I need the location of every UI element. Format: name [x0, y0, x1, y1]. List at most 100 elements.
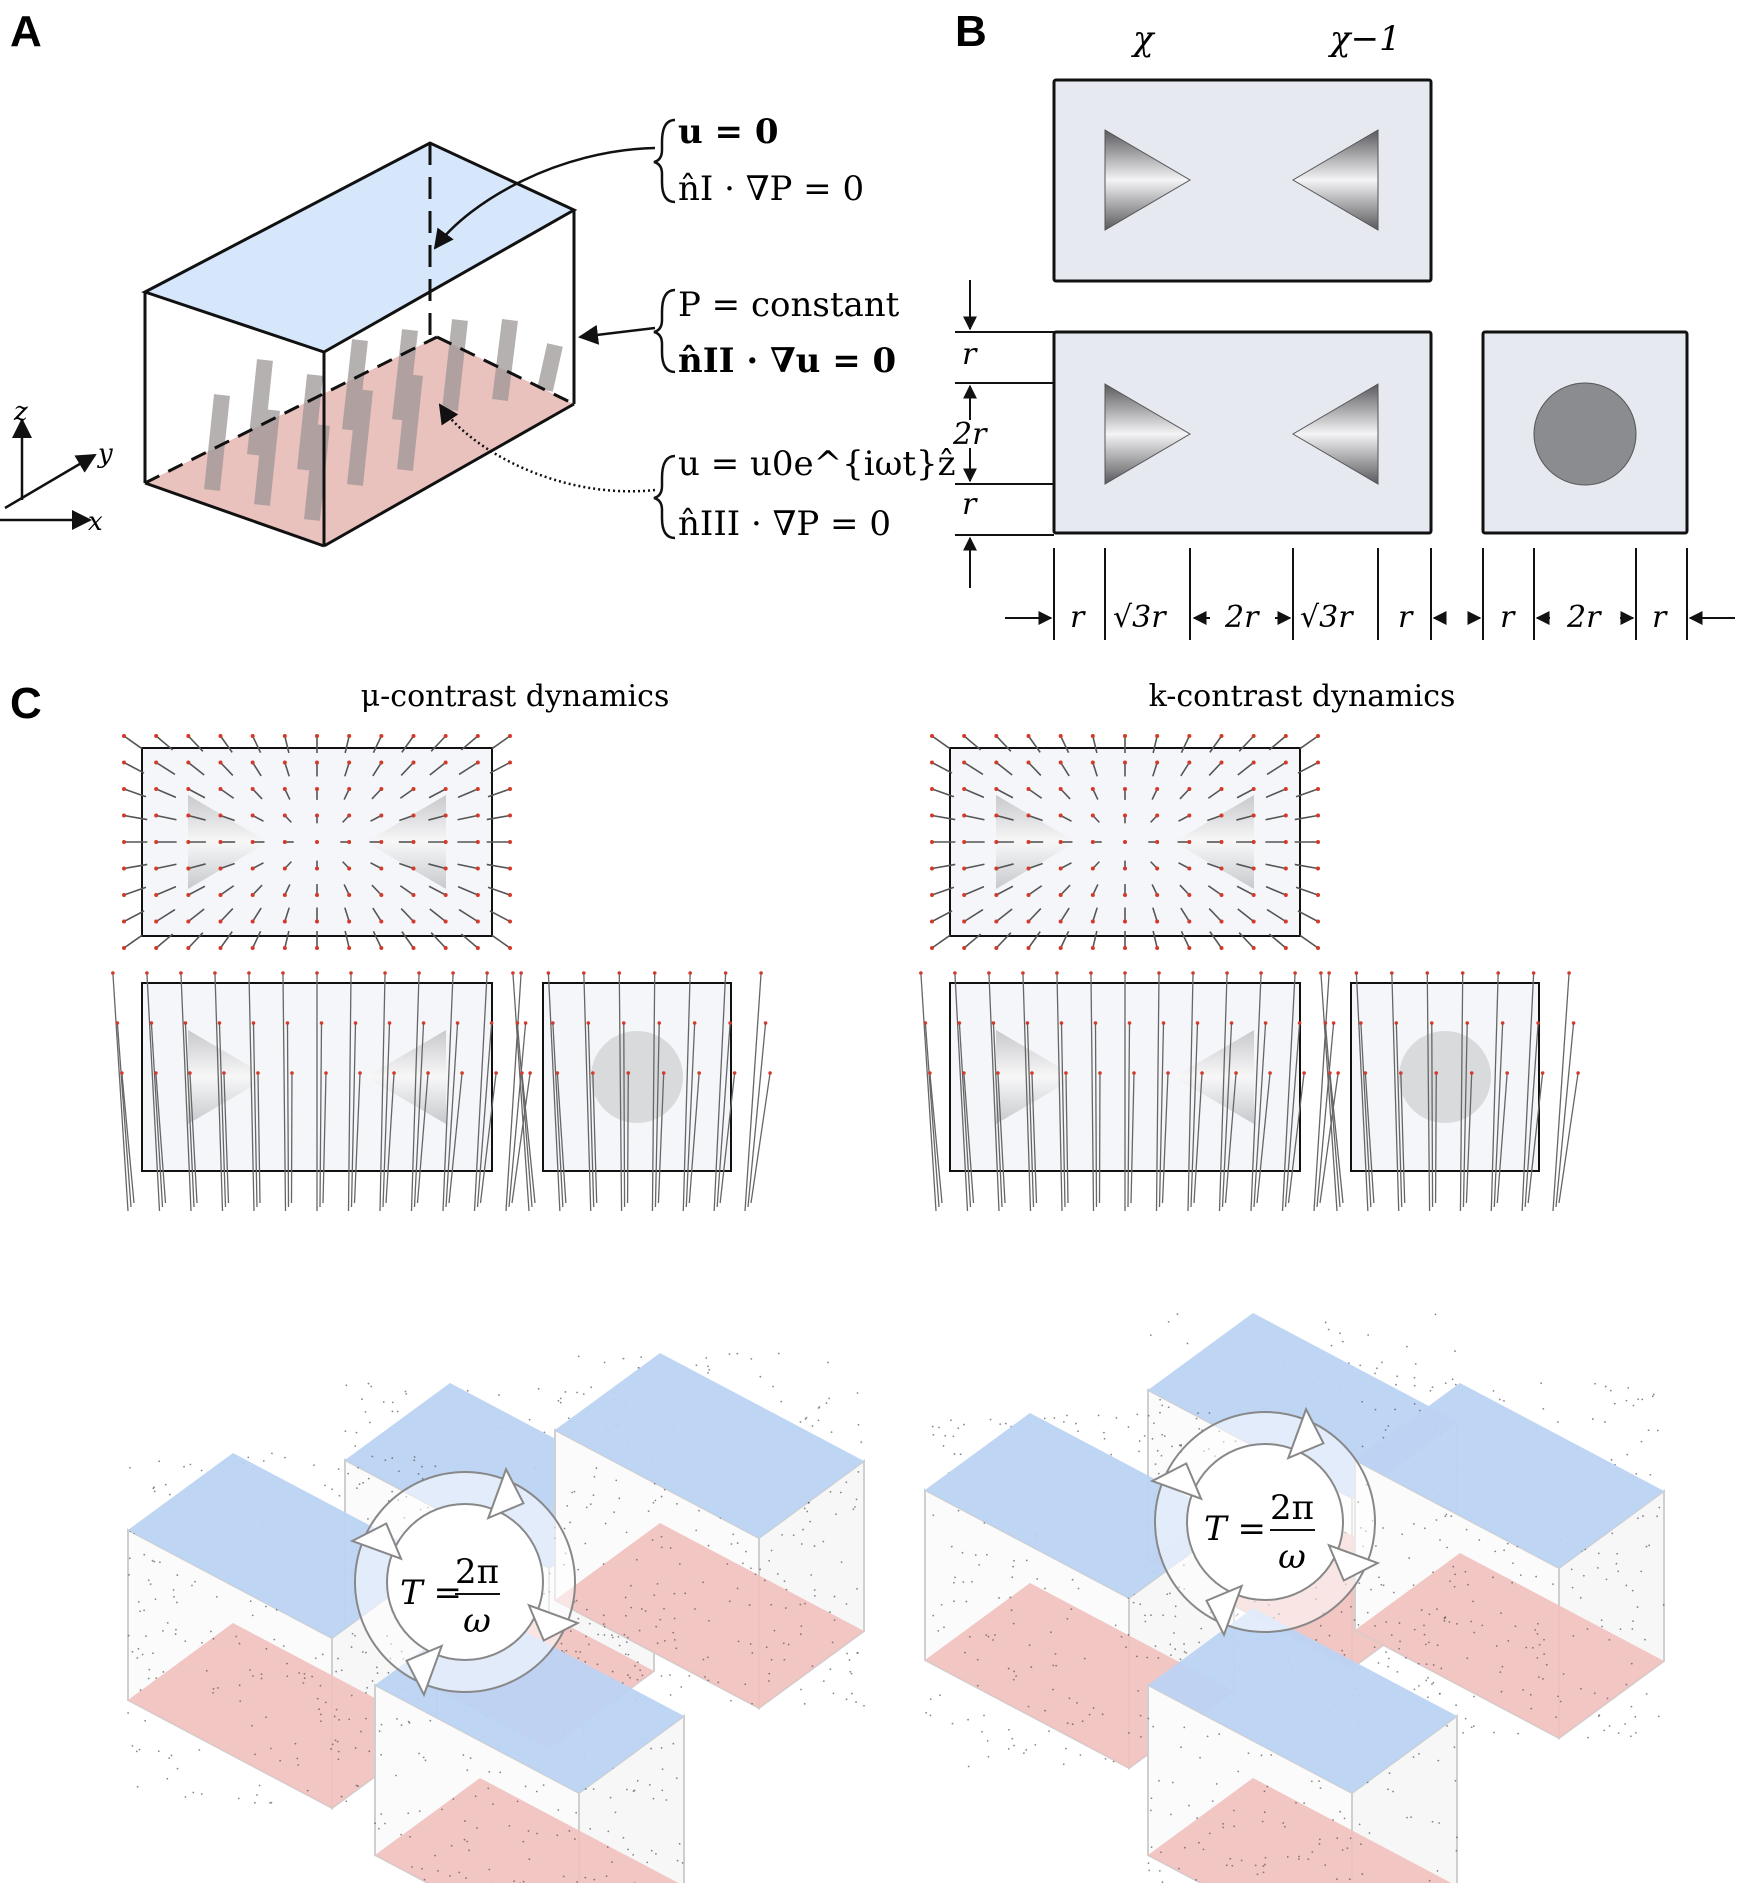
- rod: [1059, 930, 1070, 949]
- rod-tip: [1187, 840, 1192, 844]
- dim-v-r1: r: [962, 337, 978, 372]
- rod-tip: [1316, 734, 1320, 738]
- rod: [995, 788, 1014, 799]
- rod: [184, 1022, 195, 1208]
- rod-tip: [1026, 787, 1031, 791]
- rod-tip: [1026, 734, 1031, 738]
- rod: [1190, 1022, 1199, 1208]
- rod-tip: [347, 813, 352, 818]
- rod-tip: [475, 919, 480, 924]
- rod: [146, 972, 161, 1212]
- rod: [155, 933, 174, 949]
- rod-tip: [347, 734, 352, 738]
- rod: [220, 814, 235, 822]
- rod-tip: [451, 971, 455, 975]
- rod-tip: [251, 1021, 256, 1025]
- rod: [688, 1072, 700, 1204]
- rod-tip: [411, 840, 416, 844]
- rod-tip: [930, 787, 934, 791]
- rod: [920, 972, 937, 1212]
- rod-tip: [149, 1021, 154, 1025]
- rod-tip: [186, 946, 191, 950]
- rod-tip: [508, 760, 512, 765]
- rod-tip: [1229, 1021, 1234, 1025]
- rod-tip: [508, 813, 512, 818]
- chiral-cell-top: [1052, 78, 1433, 283]
- rod: [1218, 972, 1228, 1212]
- rod-tip: [411, 760, 416, 765]
- rod: [251, 930, 262, 949]
- rod-tip: [475, 866, 480, 871]
- rod-tip: [443, 893, 448, 897]
- rod-tip: [1058, 734, 1063, 738]
- svg-text:ω: ω: [463, 1601, 491, 1641]
- rod-tip: [962, 840, 967, 844]
- rod: [996, 863, 1014, 870]
- mu-dynamics-cycle: [127, 1352, 865, 1883]
- rod: [155, 735, 174, 751]
- rod-tip: [379, 840, 384, 844]
- dim-v-2r: 2r: [952, 417, 988, 452]
- rod-tip: [154, 840, 159, 844]
- rod-tip: [987, 971, 991, 975]
- rod: [282, 972, 287, 1212]
- rod-tip: [218, 787, 223, 791]
- rod-tip: [1157, 971, 1161, 975]
- rod-tip: [411, 866, 416, 871]
- rod-tip: [1354, 971, 1359, 975]
- rod: [1026, 1022, 1035, 1208]
- rod: [155, 761, 176, 776]
- rod-tip: [1166, 1071, 1170, 1075]
- rod-tip: [1058, 919, 1063, 924]
- rod: [284, 762, 290, 777]
- rod-tip: [962, 787, 967, 791]
- dim-h-sqrt3r1: √3r: [1113, 600, 1167, 635]
- rod: [188, 814, 206, 821]
- rod-tip: [358, 1071, 362, 1075]
- rod: [1552, 972, 1570, 1212]
- rod-tip: [218, 760, 223, 765]
- rod: [457, 788, 479, 799]
- rod: [123, 788, 147, 798]
- rod-tip: [652, 971, 657, 975]
- rod-tip: [555, 1071, 560, 1075]
- rod-tip: [1191, 971, 1195, 975]
- rod: [121, 1072, 135, 1204]
- rod-tip: [154, 946, 159, 950]
- cycle-arrowhead: [1205, 1584, 1244, 1638]
- rod-tip: [1263, 1021, 1268, 1025]
- mu-field-chiral-bottom: [111, 971, 532, 1212]
- rod-tip: [1058, 946, 1063, 950]
- k-field-achiral: [1319, 971, 1580, 1212]
- rod-tip: [443, 734, 448, 738]
- rod-tip: [515, 1021, 520, 1025]
- rod-tip: [217, 1021, 222, 1025]
- rod: [1178, 814, 1190, 822]
- rod-tip: [392, 1071, 396, 1075]
- rod: [252, 862, 264, 870]
- rod-tip: [379, 813, 384, 818]
- rod: [1320, 972, 1338, 1212]
- dim-h-r2: r: [1398, 600, 1414, 635]
- rod-tip: [1093, 1021, 1098, 1025]
- rod-tip: [1064, 1071, 1068, 1075]
- rod: [1031, 1072, 1038, 1204]
- rod-tip: [1025, 1021, 1030, 1025]
- rod: [1237, 761, 1255, 776]
- rod: [218, 1022, 227, 1208]
- rod-tip: [1259, 971, 1263, 975]
- rod: [457, 885, 479, 896]
- rod-tip: [1058, 813, 1063, 818]
- rod-tip: [315, 893, 319, 897]
- rod-tip: [962, 1071, 966, 1075]
- rod: [460, 933, 479, 949]
- rod-tip: [1219, 840, 1224, 844]
- rod-tip: [282, 840, 287, 844]
- rod: [399, 814, 414, 822]
- panel-c-letter: C: [10, 679, 42, 728]
- rod: [719, 1072, 736, 1204]
- rod-tip: [443, 840, 448, 844]
- rod: [251, 762, 262, 777]
- rod-tip: [1316, 813, 1320, 818]
- rod-tip: [315, 813, 319, 818]
